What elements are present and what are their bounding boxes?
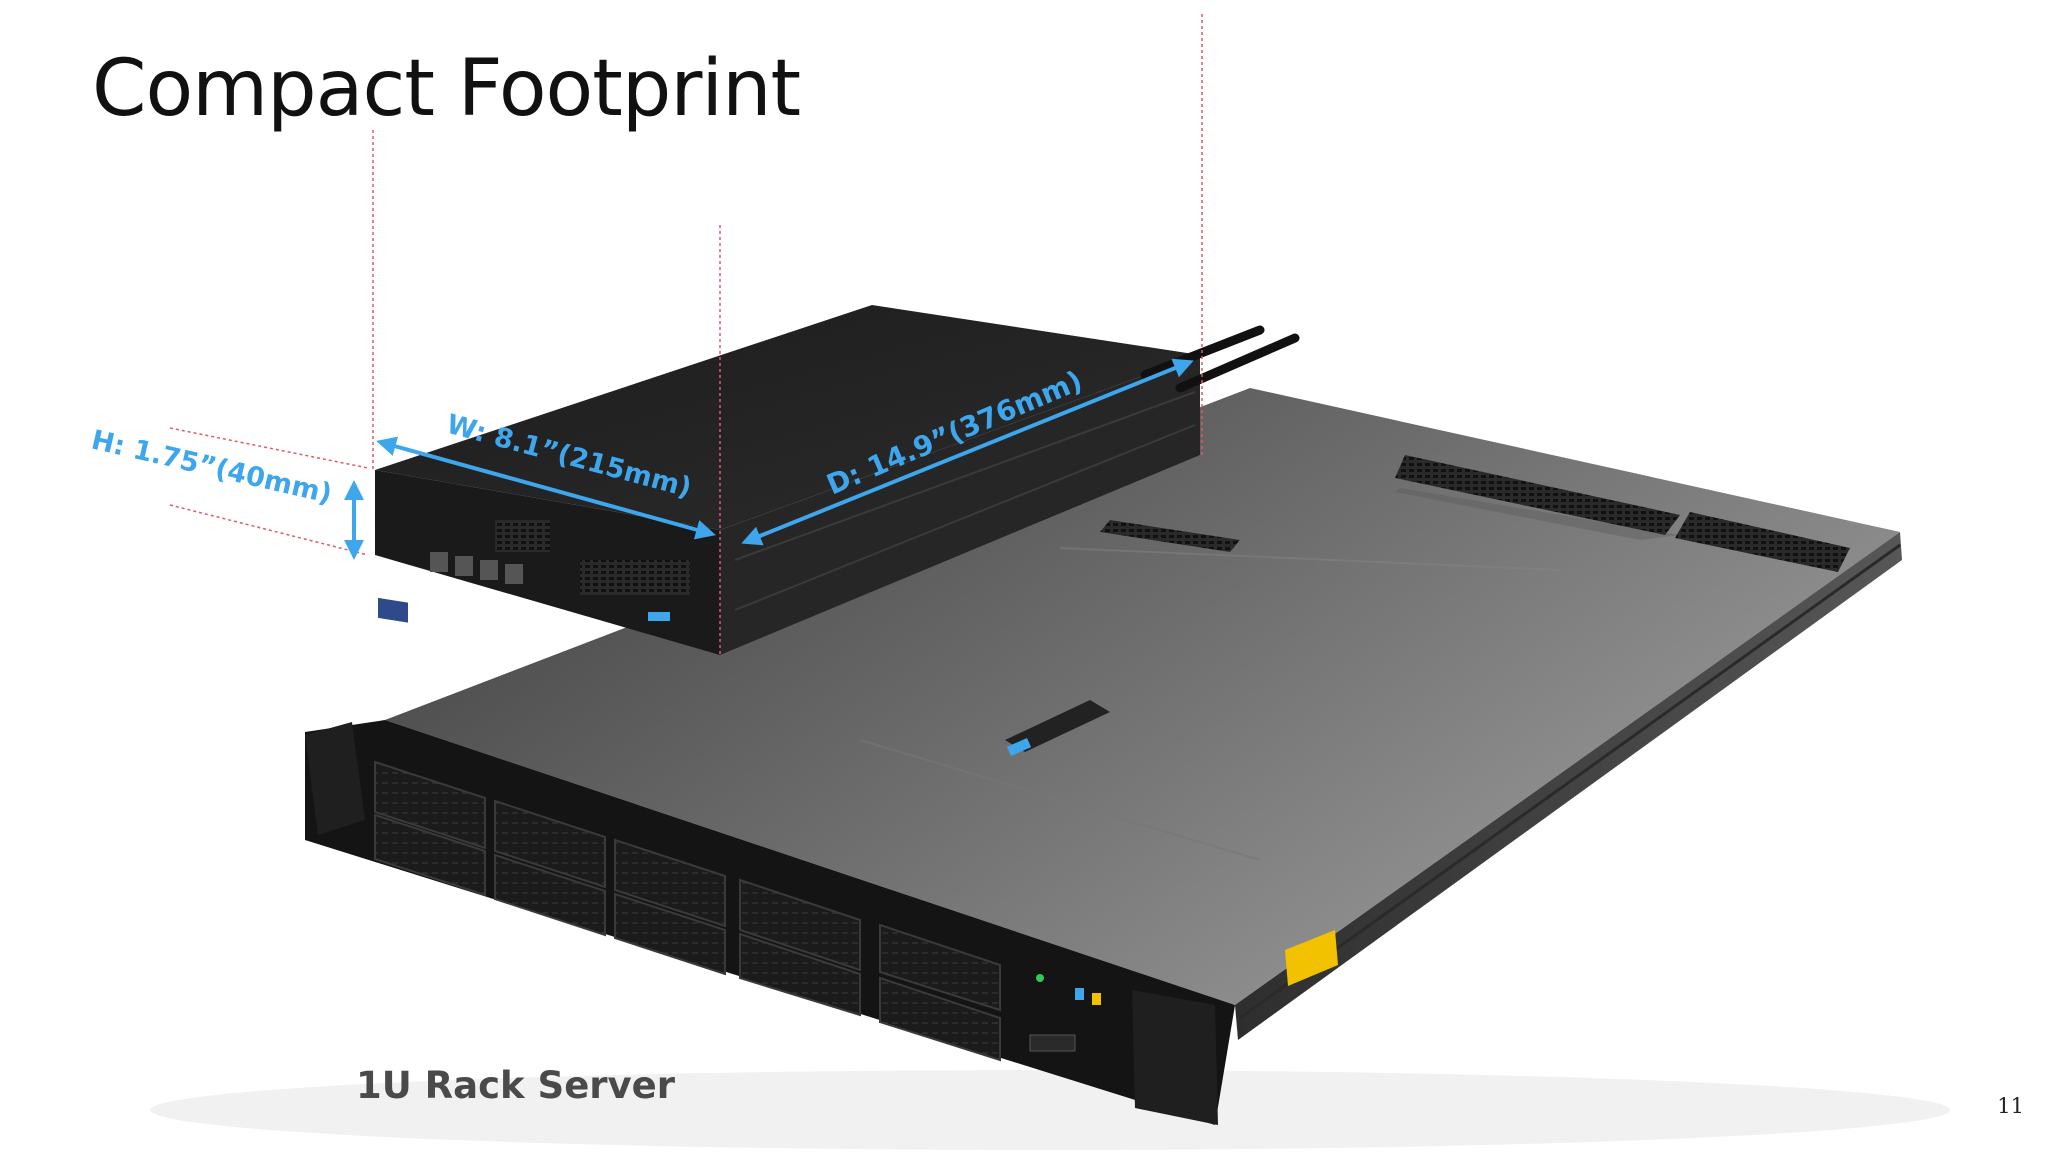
drive-bay: [879, 923, 1001, 1012]
warning-label: [1285, 930, 1338, 986]
rack-server-top-panel: [385, 388, 1900, 1005]
image-caption: 1U Rack Server: [356, 1064, 675, 1107]
rack-right-handle: [1132, 990, 1218, 1125]
drive-bay: [374, 813, 486, 897]
ethernet-port: [455, 556, 473, 576]
drive-bay: [614, 838, 726, 928]
top-vent: [1395, 455, 1680, 535]
page-number: 11: [1997, 1094, 2024, 1118]
status-led: [1036, 974, 1044, 982]
front-vent: [495, 520, 550, 552]
drive-bay: [739, 878, 861, 972]
ethernet-port: [505, 564, 523, 584]
top-vent: [1675, 512, 1850, 572]
cover-latch: [1005, 700, 1110, 752]
warning-button: [1092, 993, 1101, 1005]
drive-bay: [614, 892, 726, 976]
guide-line: [169, 504, 369, 556]
ethernet-port: [480, 560, 498, 580]
pcie-slot-vent: [580, 560, 690, 595]
vga-port: [378, 597, 408, 623]
depth-arrow: [741, 358, 1194, 546]
width-arrow: [376, 436, 716, 540]
guide-line: [169, 427, 369, 469]
height-dimension-label: H: 1.75”(40mm): [88, 425, 334, 510]
vga-port: [1029, 1034, 1076, 1052]
drive-bay: [879, 976, 1001, 1062]
rack-server-side-panel: [1235, 532, 1902, 1040]
antenna: [1175, 333, 1300, 393]
floor-shadow: [150, 1070, 1950, 1150]
drive-bay: [494, 799, 606, 889]
drive-bay: [374, 760, 486, 850]
rack-server: [305, 388, 1902, 1125]
ethernet-port: [430, 552, 448, 572]
drive-bays: [374, 760, 1001, 1062]
drive-bay: [739, 932, 861, 1017]
drive-bay: [494, 853, 606, 937]
usb-port: [648, 612, 670, 621]
rack-left-handle: [305, 722, 365, 835]
slide-title: Compact Footprint: [92, 44, 801, 134]
id-button: [1075, 988, 1084, 1000]
